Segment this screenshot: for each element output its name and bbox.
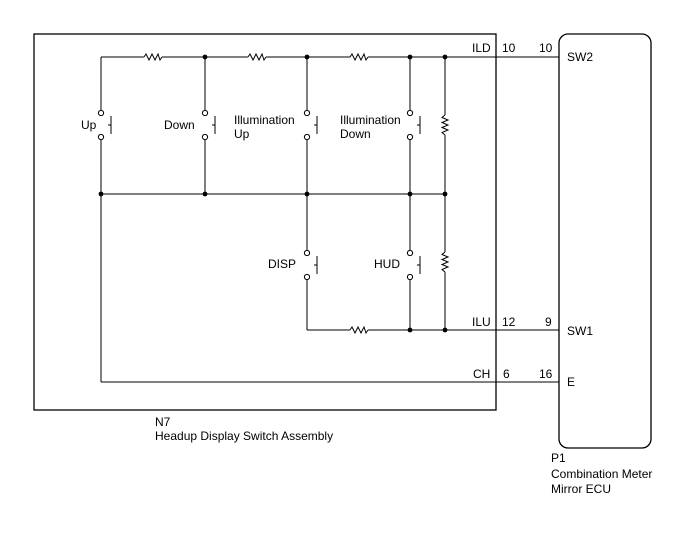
switch-assembly-box <box>33 33 497 411</box>
junction-dots <box>98 54 448 333</box>
resistor-ild-2 <box>247 52 267 62</box>
terminal-ilu-pin: 12 <box>502 315 516 329</box>
ild-bus <box>100 56 559 113</box>
switch-assembly-name: Headup Display Switch Assembly <box>155 429 333 443</box>
label-illumination-down-line2: Down <box>340 127 371 141</box>
label-up: Up <box>81 118 97 132</box>
meter-ecu-name-line2: Mirror ECU <box>551 482 611 496</box>
label-illumination-up-line2: Up <box>234 127 250 141</box>
switch-branches <box>100 57 446 382</box>
switch-up <box>97 109 112 141</box>
switch-disp <box>303 249 318 281</box>
switch-illumination-down <box>406 109 421 141</box>
terminal-ch-name: CH <box>473 367 490 381</box>
terminal-ch-pin: 6 <box>503 367 510 381</box>
switch-illumination-up <box>303 109 318 141</box>
meter-ecu-box <box>558 33 652 449</box>
terminal-ild-pin: 10 <box>502 41 516 55</box>
label-illumination-up-line1: Illumination <box>234 113 295 127</box>
terminal-ilu-name: ILU <box>472 315 491 329</box>
label-illumination-down-line1: Illumination <box>340 113 401 127</box>
label-hud: HUD <box>374 257 400 271</box>
terminal-sw1-name: SW1 <box>567 324 593 338</box>
resistor-ilu <box>349 325 369 335</box>
switch-hud <box>406 249 421 281</box>
terminal-sw2-name: SW2 <box>567 50 593 64</box>
resistor-ild-3 <box>349 52 369 62</box>
terminal-e-name: E <box>567 375 575 389</box>
terminal-e-pin: 16 <box>539 367 553 381</box>
resistor-shunt-lower <box>440 251 450 273</box>
terminal-sw1-pin: 9 <box>545 315 552 329</box>
resistor-shunt-upper <box>440 114 450 136</box>
switch-assembly-code: N7 <box>155 415 171 429</box>
terminal-sw2-pin: 10 <box>539 41 553 55</box>
meter-ecu-code: P1 <box>551 451 566 465</box>
meter-ecu-name-line1: Combination Meter <box>551 467 652 481</box>
switch-down <box>201 109 216 141</box>
label-disp: DISP <box>268 257 296 271</box>
terminal-ild-name: ILD <box>472 41 491 55</box>
resistor-ild-1 <box>143 52 163 62</box>
label-down: Down <box>164 118 195 132</box>
